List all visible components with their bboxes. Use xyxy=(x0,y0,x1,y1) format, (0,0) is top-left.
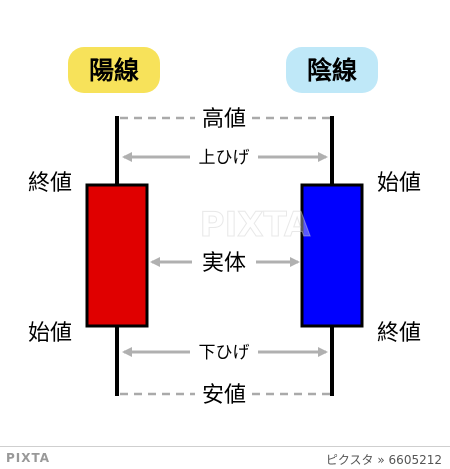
footer-brand: PIXTA xyxy=(6,451,51,465)
bullish-close-label: 終値 xyxy=(28,171,72,196)
bullish-open-label: 始値 xyxy=(28,321,72,346)
bullish-body xyxy=(85,183,149,328)
bearish-title-badge: 陰線 xyxy=(286,47,378,93)
watermark: PIXTA xyxy=(200,205,311,245)
low-label: 安値 xyxy=(202,383,246,408)
bearish-candlestick xyxy=(300,116,364,396)
footer-bar: PIXTA ピクスタ » 6605212 xyxy=(0,446,450,469)
footer-id: 6605212 xyxy=(388,453,442,467)
bearish-title-bg xyxy=(286,47,378,93)
real-body-label: 実体 xyxy=(202,251,246,276)
bullish-title: 陽線 xyxy=(89,56,139,85)
bearish-open-label: 始値 xyxy=(377,171,421,196)
bearish-title: 陰線 xyxy=(307,56,357,85)
high-label: 高値 xyxy=(202,107,246,132)
footer-meta: ピクスタ » 6605212 xyxy=(325,453,442,467)
bullish-title-bg xyxy=(68,47,160,93)
lower-shadow-label: 下ひげ xyxy=(199,343,250,363)
upper-shadow-label: 上ひげ xyxy=(199,148,250,168)
bearish-body xyxy=(300,183,364,328)
bullish-candlestick xyxy=(85,116,149,396)
bearish-close-label: 終値 xyxy=(377,321,421,346)
footer-text: ピクスタ xyxy=(325,453,374,467)
bullish-title-badge: 陽線 xyxy=(68,47,160,93)
